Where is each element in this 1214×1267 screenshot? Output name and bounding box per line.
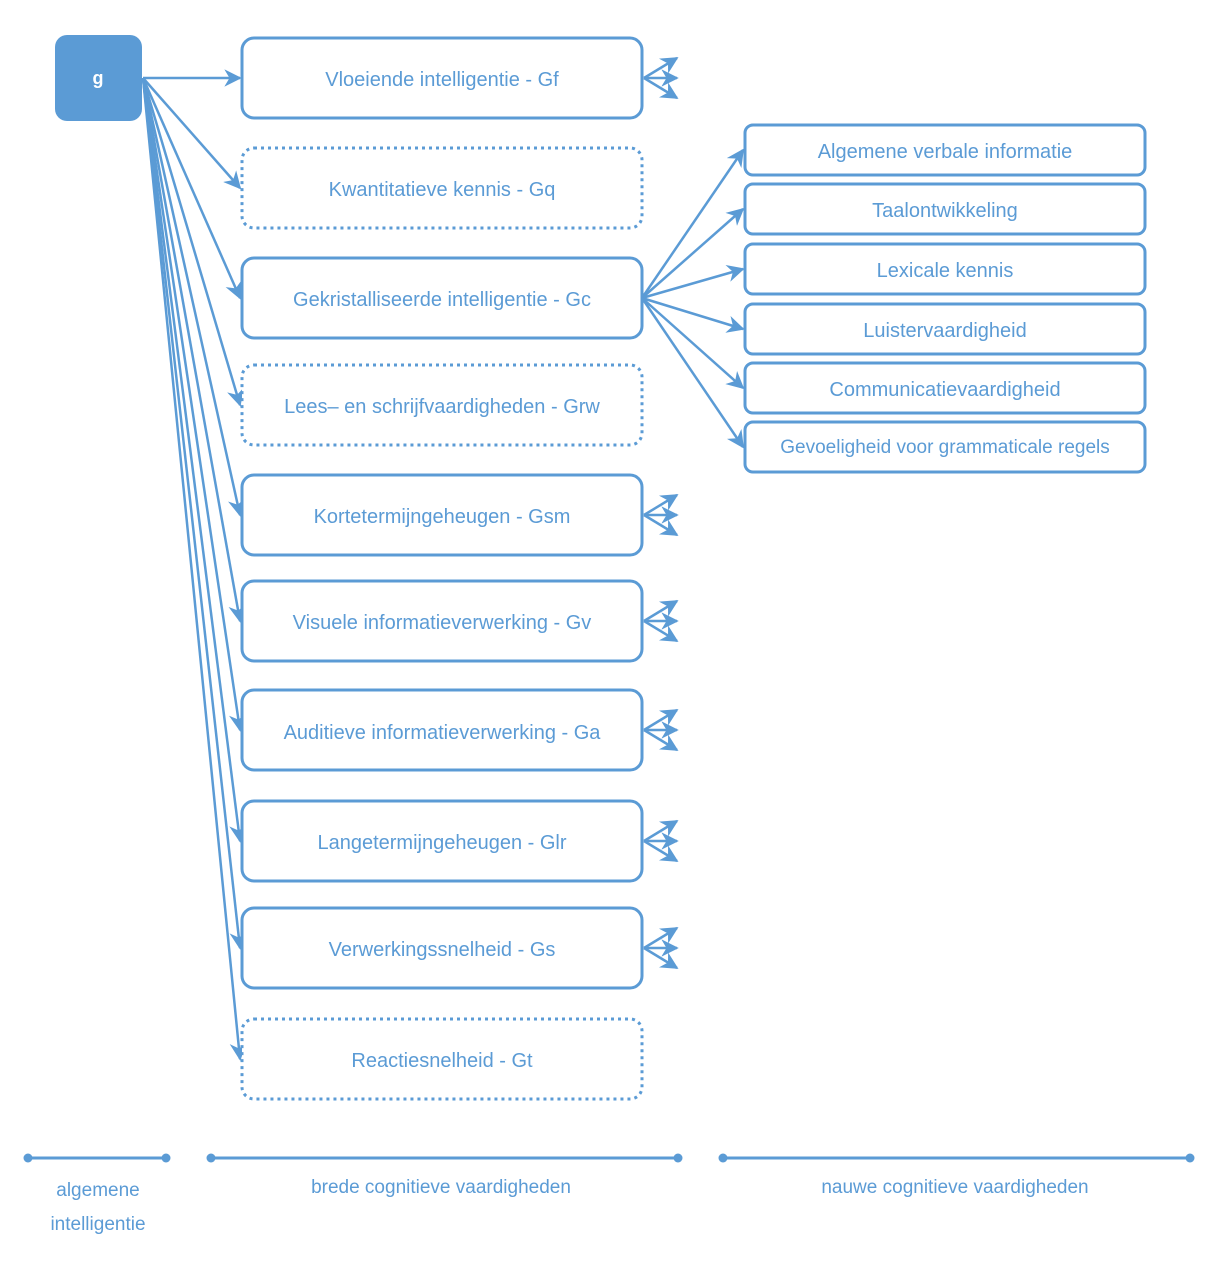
broad-label-grw: Lees– en schrijfvaardigheden - Grw (284, 396, 600, 418)
root-connectors (141, 69, 248, 1061)
narrow-label-listening: Luistervaardigheid (863, 320, 1026, 342)
broad-box-gv (240, 579, 644, 663)
axis-narrow: nauwe cognitieve vaardigheden (718, 1153, 1195, 1198)
connector-gc-to-narrow-3 (641, 296, 745, 333)
broad-box-gs (240, 906, 644, 990)
broad-ability-ga: Auditieve informatieverwerking - Ga (240, 688, 644, 772)
more-arrow-7-0 (643, 819, 679, 843)
narrow-ability-grammar: Gevoeligheid voor grammaticale regels (743, 420, 1147, 474)
broad-label-gsm: Kortetermijngeheugen - Gsm (314, 506, 571, 528)
connector-g-to-broad-3 (141, 77, 244, 407)
broad-label-gc: Gekristalliseerde intelligentie - Gc (293, 289, 591, 311)
more-arrow-7-2 (643, 839, 679, 863)
broad-box-ga (240, 688, 644, 772)
axis-broad-label: brede cognitieve vaardigheden (311, 1177, 571, 1198)
narrow-ability-listening: Luistervaardigheid (743, 302, 1147, 356)
axis-general-dot-right (161, 1153, 171, 1163)
connector-g-to-broad-8 (141, 77, 247, 950)
axis-general: algemene intelligentie (23, 1153, 171, 1235)
axis-narrow-dot-left (718, 1153, 728, 1163)
axis-general-label-line1: algemene (56, 1180, 139, 1201)
broad-ability-gt: Reactiesnelheid - Gt (240, 1017, 644, 1101)
broad-box-gsm (240, 473, 644, 557)
more-arrow-4-0 (643, 493, 679, 517)
narrow-label-language-development: Taalontwikkeling (872, 200, 1018, 222)
connector-g-to-broad-4 (141, 77, 246, 517)
broad-label-glr: Langetermijngeheugen - Glr (317, 832, 566, 854)
narrow-box-listening (743, 302, 1147, 356)
connector-g-to-broad-1 (142, 77, 242, 190)
more-arrow-8-2 (643, 946, 679, 970)
axis-narrow-label: nauwe cognitieve vaardigheden (821, 1177, 1088, 1198)
connector-g-to-broad-5 (141, 77, 246, 623)
narrow-label-grammar: Gevoeligheid voor grammaticale regels (780, 437, 1110, 458)
narrow-abilities: Algemene verbale informatie Taalontwikke… (743, 123, 1147, 474)
broad-ability-gv: Visuele informatieverwerking - Gv (240, 579, 644, 663)
narrow-label-communication: Communicatievaardigheid (829, 379, 1060, 401)
broad-ability-gs: Verwerkingssnelheid - Gs (240, 906, 644, 990)
narrow-box-verbal-info (743, 123, 1147, 177)
broad-label-gf: Vloeiende intelligentie - Gf (325, 69, 559, 91)
narrow-box-communication (743, 361, 1147, 415)
connector-gc-to-narrow-0 (640, 148, 745, 299)
broad-ability-gq: Kwantitatieve kennis - Gq (240, 146, 644, 230)
connector-g-to-broad-9 (141, 77, 248, 1061)
broad-ability-glr: Langetermijngeheugen - Glr (240, 799, 644, 883)
narrow-label-lexical-knowledge: Lexicale kennis (877, 260, 1014, 282)
broad-ability-gc: Gekristalliseerde intelligentie - Gc (240, 256, 644, 340)
connector-gc-to-narrow-5 (640, 297, 745, 449)
more-arrow-0-2 (643, 76, 679, 100)
more-arrow-5-2 (643, 619, 679, 643)
connector-gc-to-narrow-1 (641, 207, 745, 299)
narrow-box-grammar (743, 420, 1147, 474)
more-arrow-8-0 (643, 926, 679, 950)
connector-gc-to-narrow-4 (641, 297, 745, 390)
narrow-box-language-development (743, 182, 1147, 236)
axis-broad: brede cognitieve vaardigheden (206, 1153, 683, 1198)
gc-connectors (640, 148, 745, 449)
narrow-ability-communication: Communicatievaardigheid (743, 361, 1147, 415)
broad-label-gv: Visuele informatieverwerking - Gv (293, 612, 592, 634)
narrow-label-verbal-info: Algemene verbale informatie (818, 141, 1073, 163)
connector-g-to-broad-6 (141, 77, 247, 732)
more-arrow-6-0 (643, 708, 679, 732)
broad-box-gf (240, 36, 644, 120)
broad-ability-gf: Vloeiende intelligentie - Gf (240, 36, 644, 120)
connector-gc-to-narrow-2 (641, 264, 745, 300)
broad-label-ga: Auditieve informatieverwerking - Ga (284, 722, 602, 744)
narrow-ability-verbal-info: Algemene verbale informatie (743, 123, 1147, 177)
narrow-box-lexical-knowledge (743, 242, 1147, 296)
more-arrow-4-2 (643, 513, 679, 537)
narrow-ability-lexical-knowledge: Lexicale kennis (743, 242, 1147, 296)
broad-label-gt: Reactiesnelheid - Gt (351, 1050, 533, 1072)
broad-label-gq: Kwantitatieve kennis - Gq (329, 179, 556, 201)
broad-box-grw (240, 363, 644, 447)
axis-broad-dot-left (206, 1153, 216, 1163)
connector-g-to-broad-2 (141, 77, 242, 300)
axis-broad-dot-right (673, 1153, 683, 1163)
root-node-g: g (55, 35, 142, 121)
root-box (55, 35, 142, 121)
more-arrow-0-0 (643, 56, 679, 80)
broad-label-gs: Verwerkingssnelheid - Gs (329, 939, 556, 961)
broad-ability-gsm: Kortetermijngeheugen - Gsm (240, 473, 644, 557)
connector-g-to-broad-7 (141, 77, 247, 843)
broad-ability-grw: Lees– en schrijfvaardigheden - Grw (240, 363, 644, 447)
broad-box-gq (240, 146, 644, 230)
level-axis: algemene intelligentie brede cognitieve … (23, 1153, 1195, 1235)
broad-box-gt (240, 1017, 644, 1101)
axis-general-label-line2: intelligentie (50, 1214, 145, 1235)
axis-general-dot-left (23, 1153, 33, 1163)
root-label: g (93, 68, 104, 88)
more-arrow-6-2 (643, 728, 679, 752)
more-arrow-5-0 (643, 599, 679, 623)
broad-abilities: Vloeiende intelligentie - Gf Kwantitatie… (240, 36, 644, 1101)
broad-box-glr (240, 799, 644, 883)
narrow-ability-language-development: Taalontwikkeling (743, 182, 1147, 236)
more-abilities-arrows (643, 56, 679, 970)
axis-narrow-dot-right (1185, 1153, 1195, 1163)
